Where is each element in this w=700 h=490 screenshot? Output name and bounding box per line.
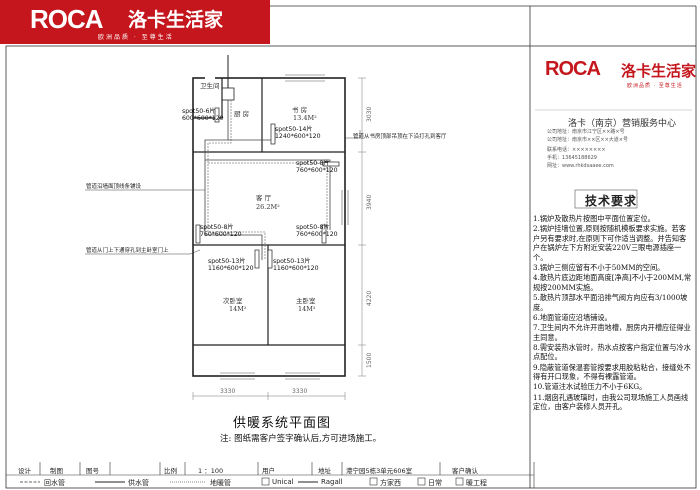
- right-logo-cn: 洛卡生活家: [621, 62, 697, 80]
- plan-note: 管道从门上下通穿孔到主卧室门上: [86, 248, 169, 254]
- brand-logo-cn: 洛卡生活家: [128, 9, 224, 31]
- legend-supply-pipe: 供水管: [128, 479, 149, 487]
- radiator-name: spot50-13片: [273, 258, 311, 265]
- req-title-box: [574, 189, 638, 209]
- legend-floor-heating: 地暖管: [210, 479, 231, 487]
- dimension-label: 3330: [292, 388, 308, 395]
- table-cell: 地址: [318, 467, 331, 475]
- radiator-marks: [195, 107, 340, 269]
- radiator-label: spot50-13片 1160*600*120: [273, 258, 319, 272]
- room-area-study: 13.4M²: [293, 114, 317, 122]
- dimension-lines: [192, 77, 366, 400]
- dimension-label: 4220: [366, 290, 373, 306]
- room-area-second-bedroom: 14M²: [229, 305, 247, 313]
- requirements-list: 1.锅炉及散热片按图中平面位置定位。 2.锅炉挂墙位置,原则按随机模板要求实施。…: [533, 214, 693, 412]
- legend-unical: Unical: [272, 478, 294, 486]
- table-cell: 客户确认: [452, 467, 478, 475]
- title-table-grid: [6, 462, 535, 488]
- dimension-label: 3940: [366, 194, 373, 210]
- legend-richang: 日常: [428, 479, 442, 487]
- room-label-bathroom: 卫生间: [200, 82, 220, 90]
- dimension-label: 3030: [366, 106, 373, 122]
- info-line: 网址：www.rhkdsaaee.com: [547, 163, 614, 169]
- dimension-label: 3330: [220, 388, 236, 395]
- radiator-label: spot50-6片 600*600*120: [182, 108, 224, 122]
- radiator-label: spot50-13片 1160*600*120: [208, 258, 254, 272]
- radiator-size: 1160*600*120: [208, 265, 254, 273]
- radiator-label: spot50-8片 760*600*120: [296, 224, 338, 238]
- table-cell: 1 ：100: [198, 467, 224, 475]
- requirement-item: 5.散热片顶部水平面沿排气阀方向应有3/1000坡度。: [533, 293, 688, 312]
- requirement-item: 11.烟囱孔遇玻璃时，由我公司现场施工人员画线定位，由客户装修人员开孔。: [533, 392, 689, 412]
- requirement-item: 2.锅炉挂墙位置,原则按随机模板要求实施。若客户另有要求时,在原则下可作适当调整…: [533, 224, 687, 262]
- radiator-label: spot50-14片 1240*600*120: [275, 126, 321, 140]
- right-logo-tag: 欧洲品质 · 至尊生活: [627, 83, 683, 89]
- table-cell: 比例: [164, 467, 177, 475]
- radiator-name: spot50-8片: [296, 224, 330, 231]
- leader-lines: [85, 130, 361, 255]
- plan-note: 管道从书房顶部吊顶在下沿打孔到客厅: [353, 134, 447, 140]
- info-line: 公司地址：南京市××区××大道×号: [547, 137, 628, 143]
- service-center-title: 洛卡（南京）营销服务中心: [568, 119, 677, 129]
- requirement-item: 3.锅炉三侧应留有不小于50MM的空间。: [533, 263, 665, 273]
- legend-ragall: Ragall: [321, 478, 343, 486]
- plan-title: 供暖系统平面图: [233, 416, 332, 431]
- requirement-item: 1.锅炉及散热片按图中平面位置定位。: [533, 214, 655, 223]
- brand-banner: ROCA 洛卡生活家 欧洲品质 · 至尊生活: [0, 0, 270, 44]
- room-label-kitchen: 厨 房: [234, 110, 250, 118]
- info-line: 联系电话：××××××××: [547, 147, 606, 153]
- building-walls: [192, 77, 346, 377]
- table-cell: 图号: [86, 467, 99, 475]
- legend-heating-project: 暖工程: [466, 479, 487, 487]
- room-label-second-bedroom: 次卧室: [223, 297, 243, 305]
- brand-tagline: 欧洲品质 · 至尊生活: [98, 34, 174, 41]
- radiator-size: 760*600*120: [296, 231, 338, 239]
- requirement-item: 10.管道注水试验压力不小于6KG。: [533, 382, 647, 392]
- room-area-master-bedroom: 14M²: [298, 305, 316, 313]
- legend-return-pipe: 回水管: [44, 479, 65, 487]
- outer-frame: [5, 45, 697, 489]
- requirement-item: 8.需安装热水管时，热水点按客户指定位置与冷水点配位。: [533, 342, 691, 362]
- table-cell: 用户: [262, 467, 275, 475]
- legend-fangjiaxi: 方家西: [380, 479, 401, 487]
- right-brand-logo: ROCA 洛卡生活家 欧洲品质 · 至尊生活: [545, 58, 696, 89]
- radiator-label: spot50-8片 760*600*120: [296, 160, 338, 174]
- requirement-item: 6.地面管道应沿墙铺设。: [533, 312, 612, 322]
- plan-note: 管道沿墙面顶线条铺设: [86, 184, 142, 190]
- radiator-size: 1240*600*120: [275, 133, 321, 141]
- info-line: 手机：13645188629: [547, 155, 597, 161]
- boiler-box: [221, 87, 235, 101]
- radiator-size: 1160*600*120: [273, 265, 319, 273]
- dimension-label: 1500: [366, 352, 373, 368]
- radiator-name: spot50-8片: [296, 160, 330, 167]
- room-label-master-bedroom: 主卧室: [296, 297, 316, 305]
- requirement-item: 9.隐蔽管道保温套管按要求用胶粘粘合，接缝处不得有开口现象，不得有裸露管道。: [533, 362, 691, 382]
- table-cell: 设计: [18, 467, 31, 475]
- requirement-item: 7.卫生间内不允许开凿地槽，厨房内开槽应征得业主同意。: [533, 323, 691, 342]
- radiator-size: 760*600*120: [296, 167, 338, 175]
- room-area-living: 26.2M²: [256, 203, 280, 211]
- info-line: 公司地址：南京市江宁区××路×号: [547, 129, 625, 135]
- radiator-name: spot50-6片: [182, 108, 216, 115]
- room-label-living: 客 厅: [256, 194, 272, 202]
- radiator-label: spot50-8片 760*600*120: [200, 224, 242, 238]
- radiator-name: spot50-13片: [208, 258, 246, 265]
- radiator-name: spot50-8片: [200, 224, 234, 231]
- room-label-study: 书 房: [292, 106, 308, 114]
- table-cell: 制图: [50, 467, 63, 475]
- brand-logo-text: ROCA: [30, 4, 104, 34]
- requirements-title: 技术要求: [585, 194, 638, 208]
- window-marks: [205, 74, 349, 380]
- requirement-item: 4.散热片底边距地面高度[净高]不小于200MM,常规按200MM实施。: [533, 273, 692, 292]
- plan-construction-note: 注: 图纸需客户签字确认后,方可进场施工。: [220, 434, 382, 444]
- right-logo-text: ROCA: [545, 58, 601, 80]
- radiator-name: spot50-14片: [275, 126, 313, 133]
- radiator-size: 760*600*120: [200, 231, 242, 239]
- pipe-legend-swatches: [20, 477, 464, 486]
- table-cell: 港宁园5栋3单元606室: [346, 467, 413, 475]
- radiator-size: 600*600*120: [182, 115, 224, 123]
